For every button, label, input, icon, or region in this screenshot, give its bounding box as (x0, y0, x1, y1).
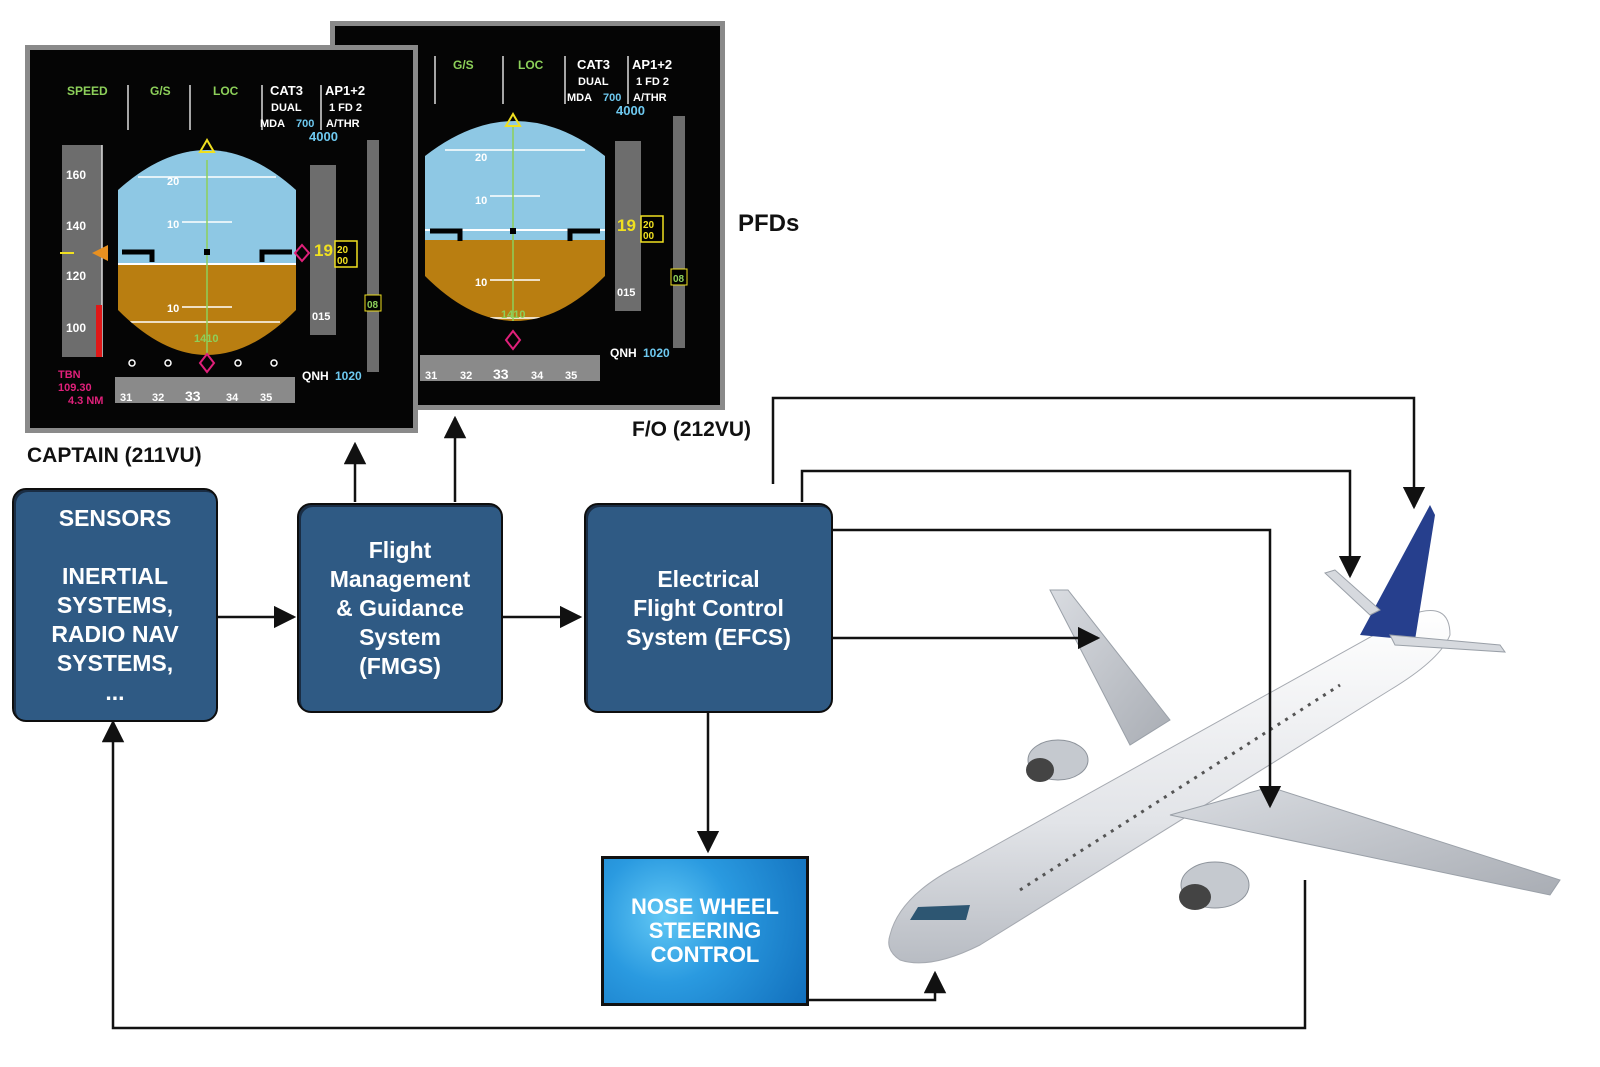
nws-line-2: STEERING (648, 918, 762, 943)
cpt-ils-dme: 4.3 NM (68, 395, 103, 407)
fo-fma-loc: LOC (518, 58, 544, 72)
cpt-fma-cat: CAT3 (270, 83, 303, 98)
fo-pfd-graphics: G/S LOC CAT3 DUAL MDA 700 AP1+2 1 FD 2 A… (420, 56, 688, 382)
fo-alt-target: 4000 (616, 103, 645, 118)
sensors-line-5: RADIO NAV (51, 620, 179, 647)
sensors-line-7: ... (105, 678, 125, 705)
efcs-line-1: Electrical (657, 565, 760, 592)
nws-line-3: CONTROL (650, 942, 760, 967)
fo-vs-readout: 08 (673, 274, 685, 285)
cpt-speed-120: 120 (66, 269, 86, 283)
sensors-line-1: SENSORS (58, 504, 172, 531)
cpt-fma-gs: G/S (150, 84, 171, 98)
efcs-line-2: Flight Control (633, 594, 784, 621)
fo-fma-dual: DUAL (578, 76, 609, 88)
cpt-vs-readout: 08 (367, 300, 379, 311)
fmgs-line-5: (FMGS) (359, 652, 441, 679)
cpt-hdg-34: 34 (226, 392, 239, 404)
cpt-vertical-speed (367, 140, 379, 372)
fmgs-line-4: System (359, 623, 441, 650)
sensors-box: SENSORS INERTIAL SYSTEMS, RADIO NAV SYST… (12, 488, 218, 722)
cpt-hdg-33: 33 (185, 388, 201, 404)
cpt-fma-mda-value: 700 (296, 118, 314, 130)
cpt-hdg-31: 31 (120, 392, 132, 404)
fo-fma-mda: MDA (567, 92, 592, 104)
cpt-hdg-35: 35 (260, 392, 272, 404)
fo-hdg-32: 32 (460, 370, 472, 382)
captain-label: CAPTAIN (211VU) (27, 444, 202, 467)
cpt-alt-readout-small1: 20 (337, 245, 349, 256)
cpt-ils-id: TBN (58, 369, 81, 381)
cpt-fma-athr: A/THR (326, 118, 360, 130)
cpt-fma-fd: 1 FD 2 (329, 102, 362, 114)
fo-radio-alt: 1410 (501, 309, 525, 321)
cpt-hdg-32: 32 (152, 392, 164, 404)
fmgs-line-1: Flight (368, 536, 432, 563)
fo-qnh-label: QNH (610, 346, 637, 360)
fo-pitch-20: 20 (475, 152, 487, 164)
fo-fma-athr: A/THR (633, 92, 667, 104)
cpt-fma-loc: LOC (213, 84, 239, 98)
cpt-qnh-label: QNH (302, 369, 329, 383)
cpt-pitch-neg10: 10 (167, 303, 179, 315)
fo-fma-fd: 1 FD 2 (636, 76, 669, 88)
efcs-box: Electrical Flight Control System (EFCS) (584, 503, 833, 713)
fo-fma-cat: CAT3 (577, 57, 610, 72)
cpt-qnh-value: 1020 (335, 369, 362, 383)
fo-fma-mda-value: 700 (603, 92, 621, 104)
fo-hdg-31: 31 (425, 370, 437, 382)
cpt-fma-mda: MDA (260, 118, 285, 130)
cpt-alt-tick-015: 015 (312, 311, 330, 323)
efcs-line-3: System (EFCS) (626, 623, 791, 650)
fo-fma-gs: G/S (453, 58, 474, 72)
fo-label: F/O (212VU) (632, 418, 752, 441)
fo-hdg-34: 34 (531, 370, 544, 382)
cpt-fma-speed: SPEED (67, 84, 108, 98)
fmgs-line-2: Management (329, 565, 471, 592)
sensors-line-3: INERTIAL (61, 562, 169, 589)
captain-pfd-graphics: SPEED G/S LOC CAT3 DUAL MDA 700 AP1+2 1 … (58, 83, 382, 407)
fo-fma-ap: AP1+2 (632, 57, 672, 72)
cpt-ils-freq: 109.30 (58, 382, 92, 394)
cpt-heading-scale (115, 377, 295, 403)
cpt-altitude-tape (310, 165, 336, 335)
captain-pfd-display: SPEED G/S LOC CAT3 DUAL MDA 700 AP1+2 1 … (25, 45, 418, 433)
fo-hdg-35: 35 (565, 370, 577, 382)
cpt-alt-target: 4000 (309, 129, 338, 144)
nose-wheel-steering-box: NOSE WHEEL STEERING CONTROL (601, 856, 809, 1006)
fo-alt-readout-small2: 00 (643, 231, 655, 242)
sensors-line-6: SYSTEMS, (56, 649, 174, 676)
fo-alt-tick-015: 015 (617, 287, 635, 299)
cpt-fma-dual: DUAL (271, 102, 302, 114)
fmgs-line-3: & Guidance (336, 594, 464, 621)
cpt-speed-100: 100 (66, 321, 86, 335)
fo-hdg-33: 33 (493, 366, 509, 382)
fo-pitch-neg10: 10 (475, 277, 487, 289)
cpt-speed-160: 160 (66, 168, 86, 182)
cpt-fma-ap: AP1+2 (325, 83, 365, 98)
fo-alt-readout-small1: 20 (643, 220, 655, 231)
fo-pitch-10: 10 (475, 195, 487, 207)
cpt-radio-alt: 1410 (194, 333, 218, 345)
pfds-label: PFDs (738, 210, 800, 237)
fmgs-box: Flight Management & Guidance System (FMG… (297, 503, 503, 713)
airplane-illustration (888, 505, 1561, 964)
cpt-pitch-10: 10 (167, 219, 179, 231)
cpt-alt-readout-small2: 00 (337, 256, 349, 267)
fo-alt-readout-big: 19 (617, 216, 636, 235)
cpt-speed-tape (62, 145, 102, 357)
cpt-pitch-20: 20 (167, 176, 179, 188)
sensors-line-4: SYSTEMS, (56, 591, 174, 618)
cpt-speed-140: 140 (66, 219, 86, 233)
fo-qnh-value: 1020 (643, 346, 670, 360)
cpt-alt-readout-big: 19 (314, 241, 333, 260)
nws-line-1: NOSE WHEEL (631, 894, 779, 919)
